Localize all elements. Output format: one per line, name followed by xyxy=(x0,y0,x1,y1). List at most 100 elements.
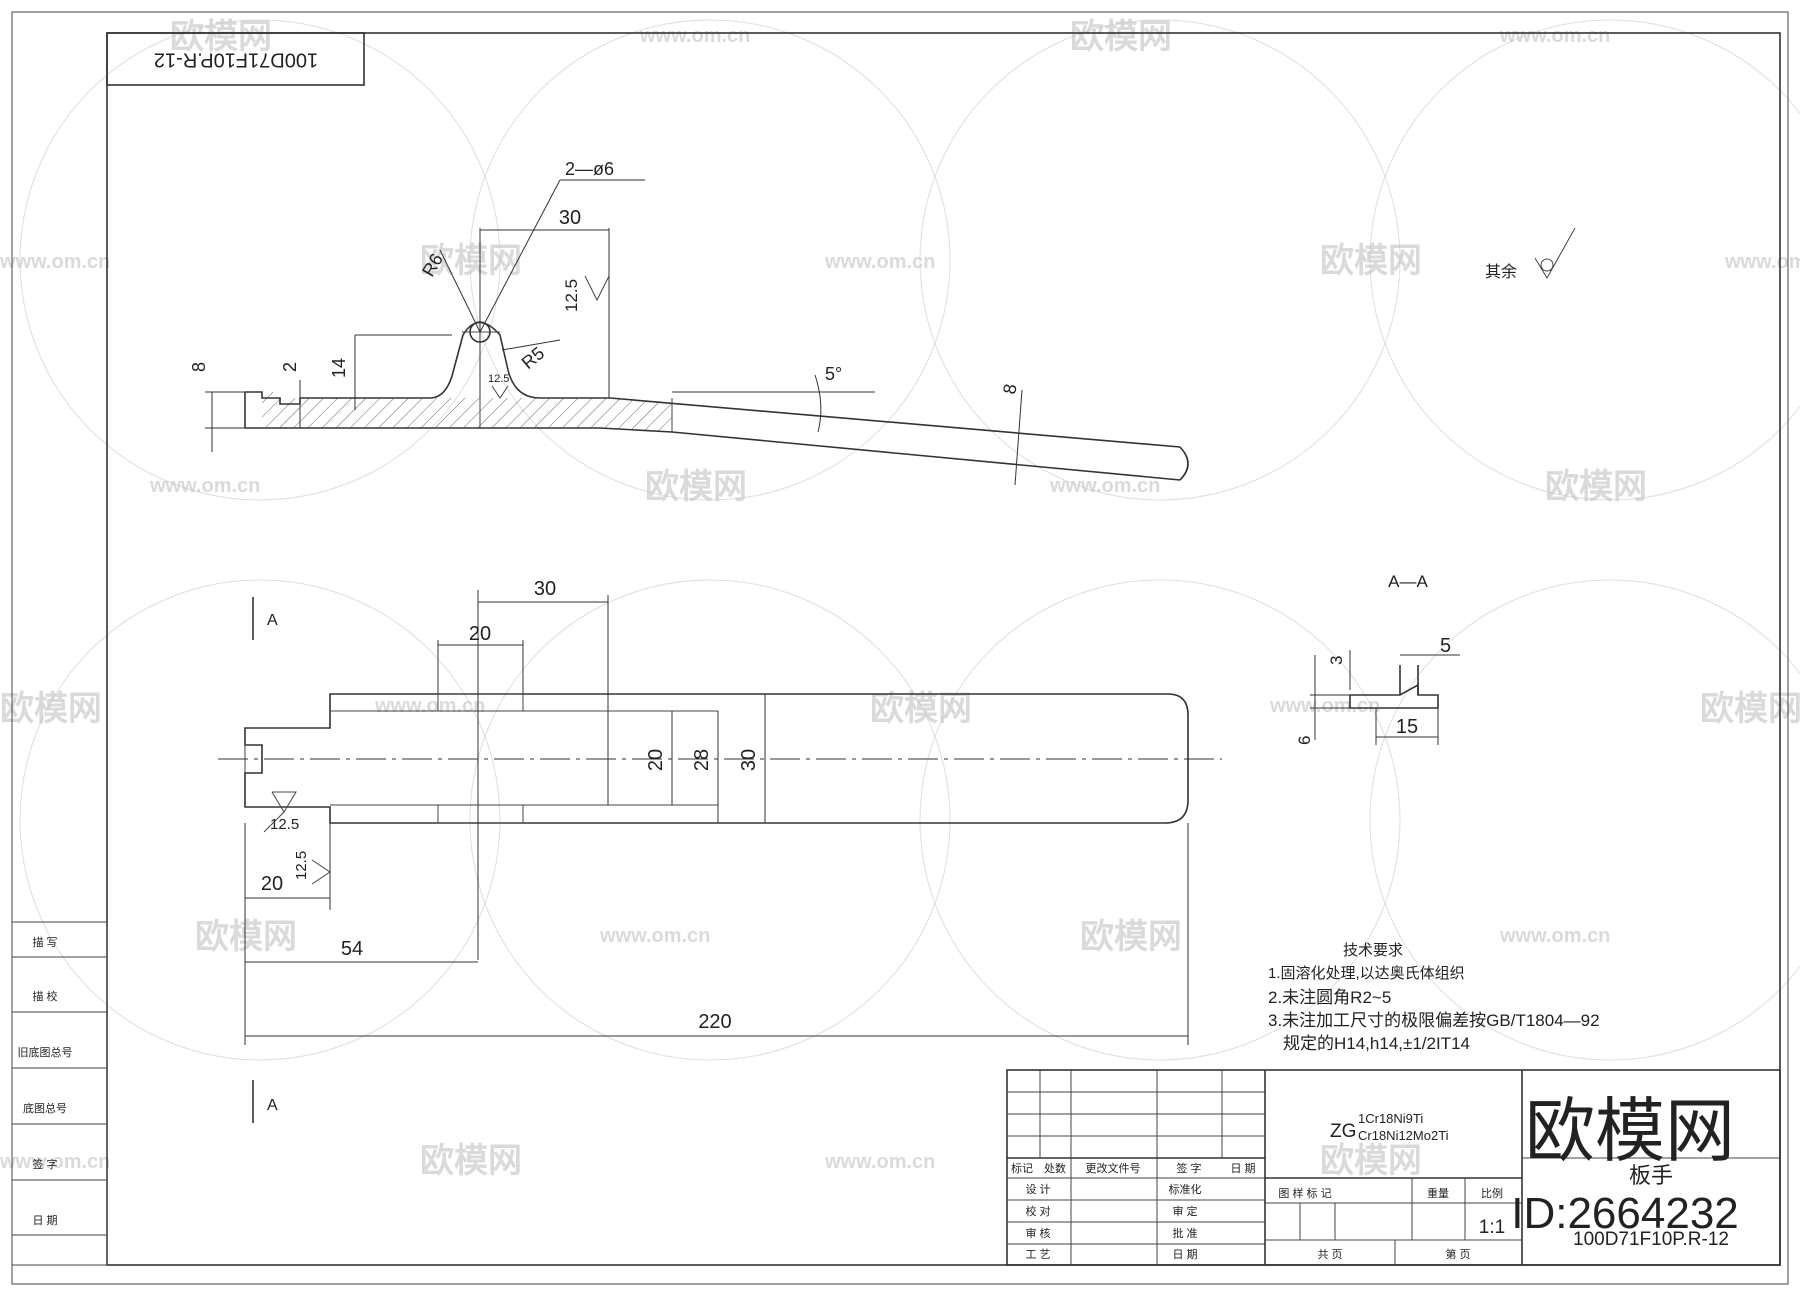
watermark-url: www.om.cn xyxy=(1499,925,1610,947)
sign-left: 工 艺 xyxy=(1025,1248,1050,1261)
sign-right: 日 期 xyxy=(1172,1248,1197,1261)
dim-holes: 2—ø6 xyxy=(565,159,614,179)
section-mark-a-bottom: A xyxy=(267,1097,278,1114)
tech-heading: 技术要求 xyxy=(1343,942,1403,959)
title-block: 标记 处数 更改文件号 签 字 日 期 设 计 标准化 校 对 审 定 审 核 … xyxy=(1006,1069,1781,1266)
tech-line-2: 2.未注圆角R2~5 xyxy=(1268,988,1391,1007)
watermark-brand: 欧模网 xyxy=(195,918,297,956)
watermark-texts: 欧模网 欧模网 欧模网 欧模网 欧模网 欧模网 欧模网 欧模网 欧模网 欧模网 … xyxy=(0,18,1800,1180)
dim-len54: 54 xyxy=(341,938,363,960)
sign-right: 标准化 xyxy=(1169,1182,1202,1196)
rev-header: 签 字 xyxy=(1176,1161,1201,1175)
dim-angle: 5° xyxy=(825,364,842,384)
watermark-brand: 欧模网 xyxy=(0,690,102,728)
strip-label: 描 校 xyxy=(32,989,57,1003)
roughness-small: 12.5 xyxy=(488,373,509,385)
watermark-logo: 欧模网 xyxy=(1525,1092,1735,1170)
rotated-code-text: 100D71F10P.R-12 xyxy=(154,49,318,71)
watermark-brand: 欧模网 xyxy=(870,690,972,728)
roughness-a: 12.5 xyxy=(270,816,299,833)
section-dim-15: 15 xyxy=(1396,716,1418,738)
dim-8-arm: 8 xyxy=(999,382,1020,395)
watermark-url: www.om.cn xyxy=(1499,25,1610,47)
sign-left: 设 计 xyxy=(1025,1183,1050,1196)
watermark-id: ID:2664232 xyxy=(1511,1189,1739,1238)
page-number: 第 页 xyxy=(1445,1247,1470,1261)
rev-header: 标记 xyxy=(1011,1161,1033,1175)
section-hatch xyxy=(262,392,672,432)
rev-header: 更改文件号 xyxy=(1086,1161,1141,1175)
strip-label: 底图总号 xyxy=(23,1101,67,1115)
dim-v20: 20 xyxy=(645,749,667,771)
dim-8-left: 8 xyxy=(189,362,209,372)
dim-v28: 28 xyxy=(691,749,713,771)
rev-header: 处数 xyxy=(1044,1162,1066,1175)
tech-line-1: 1.固溶化处理,以达奥氏体组织 xyxy=(1268,965,1465,982)
strip-label: 描 写 xyxy=(32,935,57,949)
section-dim-5: 5 xyxy=(1440,635,1451,657)
section-title: A—A xyxy=(1388,572,1428,591)
tech-requirements: 技术要求 1.固溶化处理,以达奥氏体组织 2.未注圆角R2~5 3.未注加工尺寸… xyxy=(1268,942,1600,1053)
dim-30-topview: 30 xyxy=(534,578,556,600)
watermark-brand: 欧模网 xyxy=(1320,242,1422,280)
sign-right: 审 定 xyxy=(1172,1204,1197,1218)
rev-header: 日 期 xyxy=(1230,1162,1255,1175)
watermark-url: www.om.cn xyxy=(0,1151,110,1173)
scale-value: 1:1 xyxy=(1479,1217,1505,1238)
material-prefix: ZG xyxy=(1330,1121,1356,1142)
watermark-url: www.om.cn xyxy=(824,1151,935,1173)
sign-left: 校 对 xyxy=(1025,1204,1050,1218)
watermark-url: www.om.cn xyxy=(599,925,710,947)
roughness-top: 12.5 xyxy=(562,279,581,312)
watermark-url: www.om.cn xyxy=(1049,475,1160,497)
section-dim-6: 6 xyxy=(1295,736,1314,745)
watermark-url: www.om.cn xyxy=(0,251,110,273)
watermark-brand: 欧模网 xyxy=(1080,918,1182,956)
inner-border xyxy=(106,32,1781,1266)
sign-right: 批 准 xyxy=(1172,1226,1197,1240)
roughness-b: 12.5 xyxy=(293,851,310,880)
drawing-number: 100D71F10P.R-12 xyxy=(1573,1229,1729,1250)
material-1: 1Cr18Ni9Ti xyxy=(1358,1111,1423,1126)
watermark-urls: www.om.cn www.om.cn www.om.cn www.om.cn … xyxy=(0,25,1800,1173)
mark-label: 图 样 标 记 xyxy=(1278,1186,1331,1200)
dim-v30: 30 xyxy=(738,749,760,771)
scale-label: 比例 xyxy=(1481,1186,1503,1200)
watermark-url: www.om.cn xyxy=(374,695,485,717)
left-strip: 描 写 描 校 旧底图总号 底图总号 签 字 日 期 xyxy=(11,921,108,1266)
dim-2: 2 xyxy=(280,362,300,372)
watermark-brand: 欧模网 xyxy=(1545,468,1647,506)
watermark-url: www.om.cn xyxy=(149,475,260,497)
watermark-brand: 欧模网 xyxy=(645,468,747,506)
outer-border xyxy=(11,11,1789,1285)
strip-label: 签 字 xyxy=(32,1157,57,1171)
strip-label: 旧底图总号 xyxy=(18,1045,73,1059)
tech-line-3: 3.未注加工尺寸的极限偏差按GB/T1804—92 xyxy=(1268,1011,1600,1030)
dim-30-top: 30 xyxy=(559,207,581,229)
section-mark-a: A xyxy=(267,612,278,629)
watermark-pattern xyxy=(19,19,1800,1061)
total-pages: 共 页 xyxy=(1317,1248,1342,1261)
material-2: Cr18Ni12Mo2Ti xyxy=(1358,1128,1449,1143)
watermark-url: www.om.cn xyxy=(1269,695,1380,717)
strip-label: 日 期 xyxy=(32,1214,57,1227)
dim-r5: R5 xyxy=(518,343,548,373)
dim-len220: 220 xyxy=(698,1011,731,1033)
watermark-brand: 欧模网 xyxy=(1070,18,1172,56)
watermark-brand: 欧模网 xyxy=(1320,1142,1422,1180)
dim-14: 14 xyxy=(329,358,349,378)
weight-label: 重量 xyxy=(1427,1186,1449,1200)
dim-20-topview: 20 xyxy=(469,623,491,645)
watermark-brand: 欧模网 xyxy=(1700,690,1800,728)
dim-len20: 20 xyxy=(261,873,283,895)
sign-left: 审 核 xyxy=(1025,1226,1050,1240)
rotated-code-box: 100D71F10P.R-12 xyxy=(106,32,365,86)
section-dim-3: 3 xyxy=(1327,656,1346,665)
watermark-url: www.om.cn xyxy=(1724,251,1800,273)
watermark-brand: 欧模网 xyxy=(170,18,272,56)
watermark-overlay: 欧模网 ID:2664232 xyxy=(1511,1092,1739,1238)
tech-line-4: 规定的H14,h14,±1/2IT14 xyxy=(1283,1034,1470,1053)
watermark-brand: 欧模网 xyxy=(420,1142,522,1180)
side-view: 30 2—ø6 R6 R5 12.5 12.5 8 2 14 5° 8 xyxy=(189,159,1189,486)
